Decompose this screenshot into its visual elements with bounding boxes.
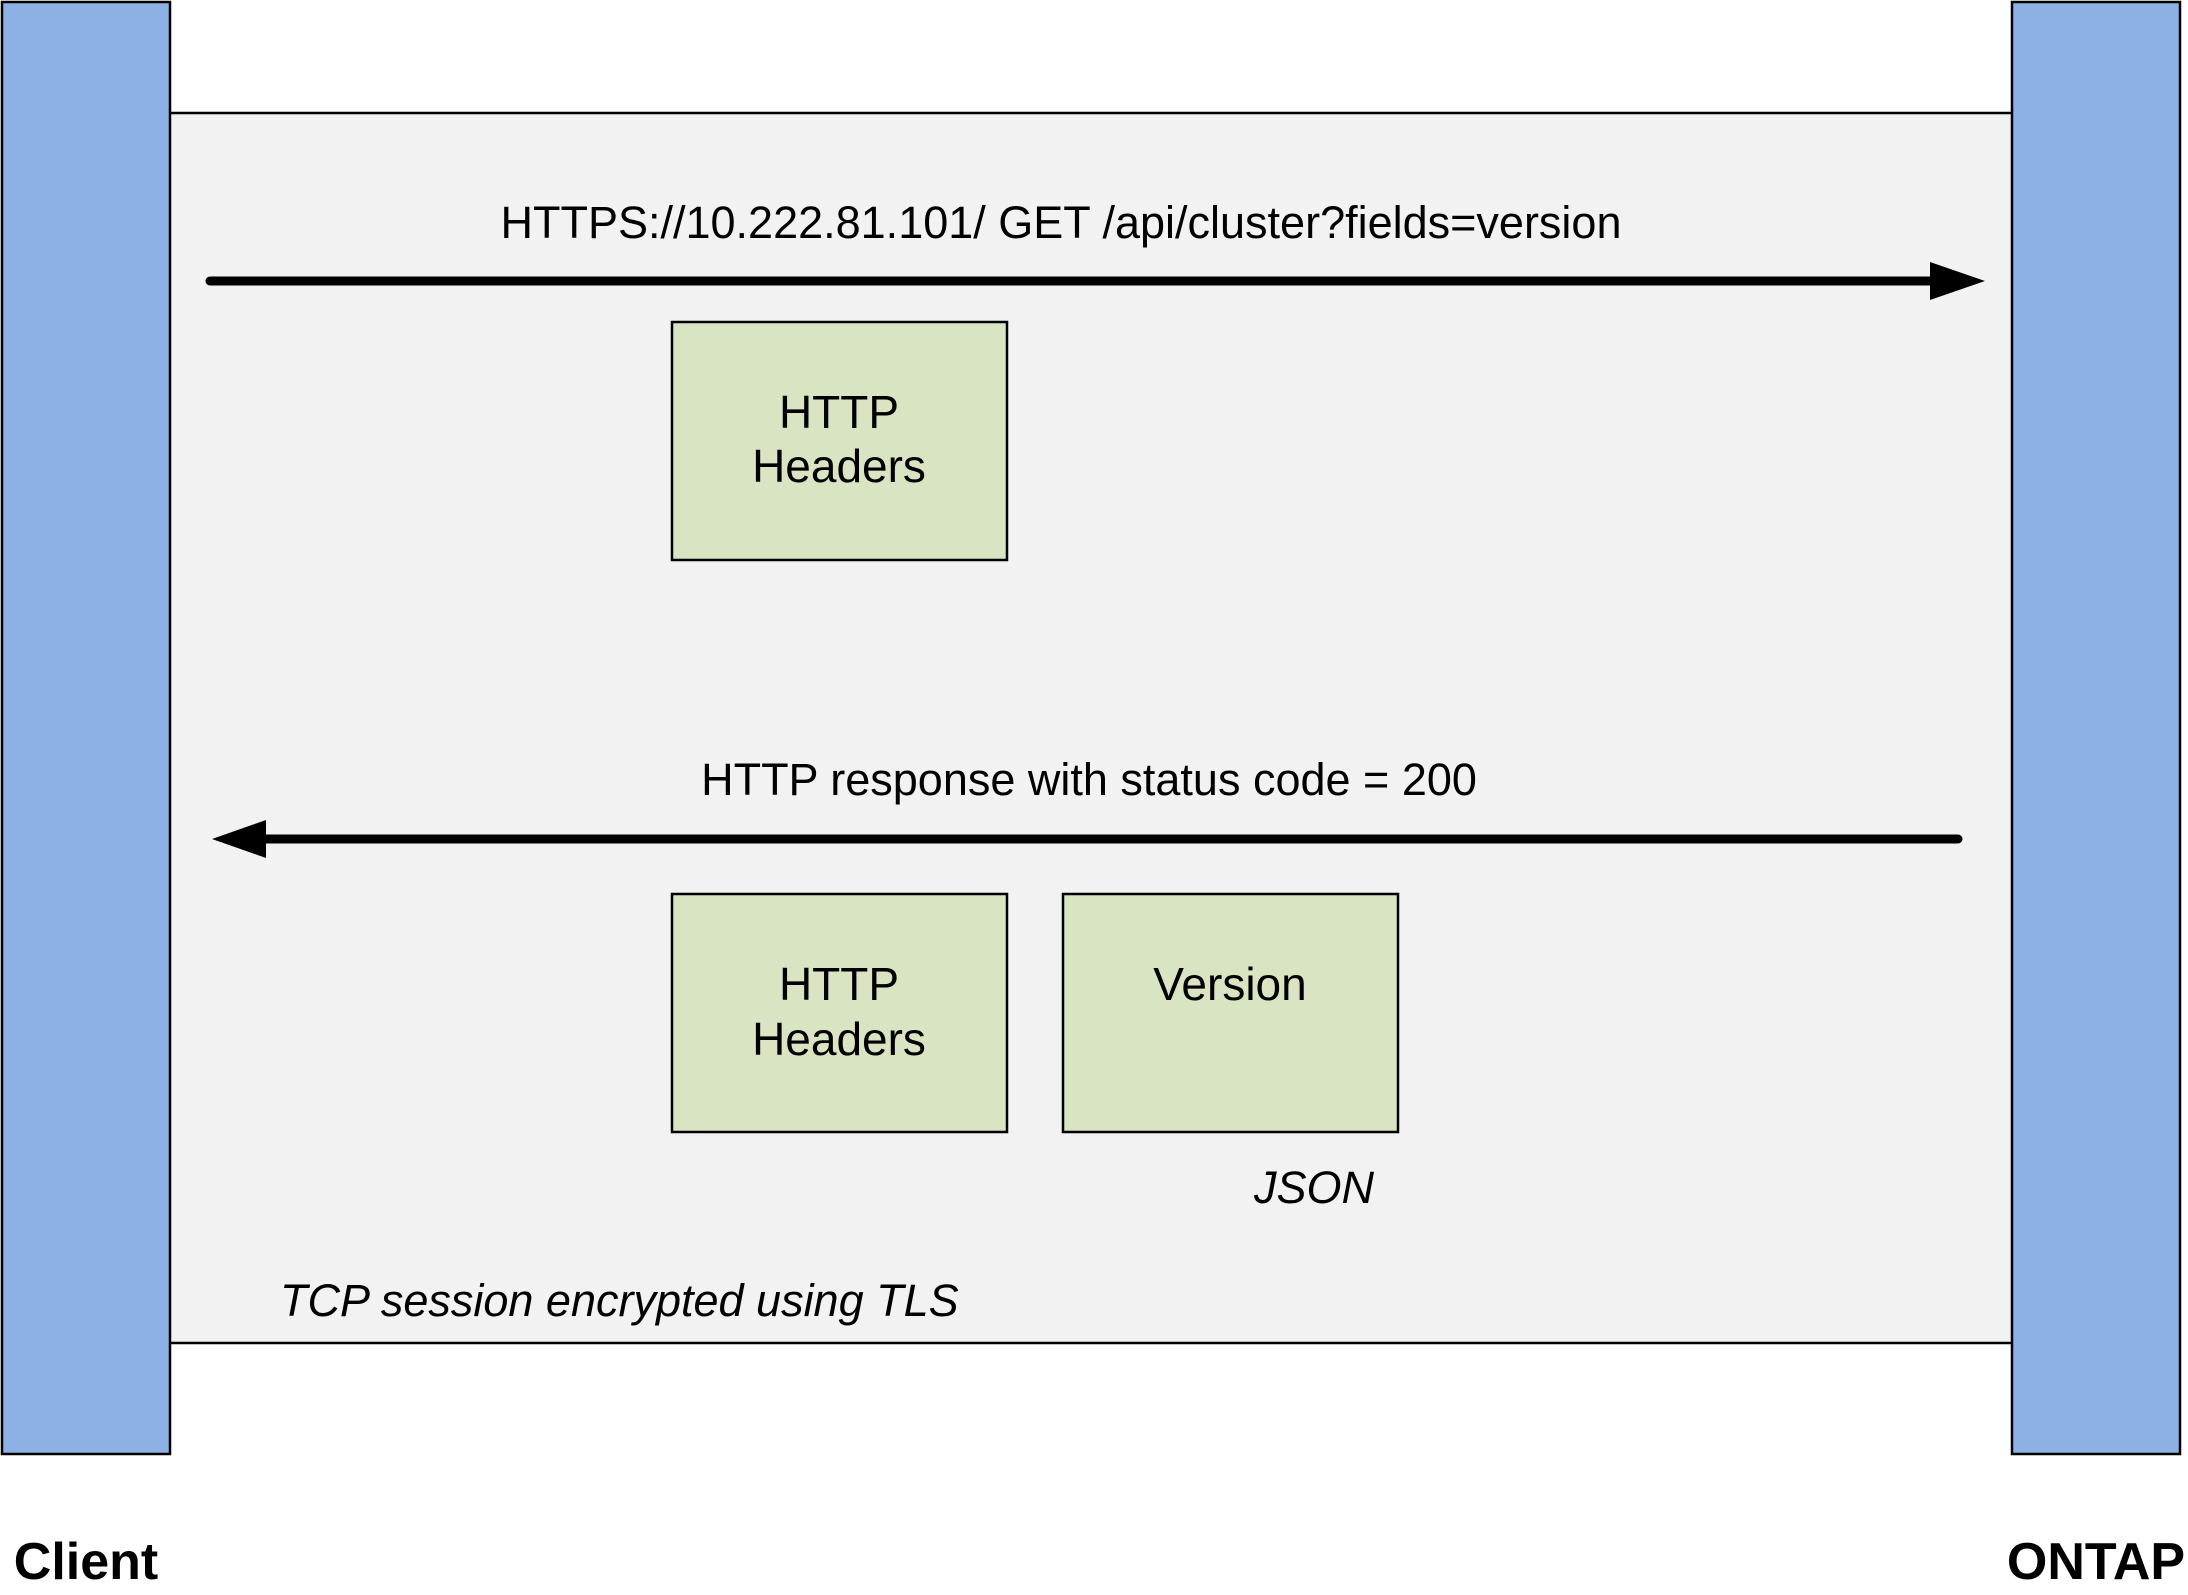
tls-session-band	[158, 111, 2030, 1345]
request-headers-box	[670, 320, 1009, 562]
request-arrowhead	[1930, 262, 1985, 300]
response-version-label: Version	[1153, 958, 1306, 1010]
response-headers-box	[670, 892, 1009, 1134]
request-headers-line-1: HTTP	[779, 386, 899, 438]
request-label: HTTPS://10.222.81.101/ GET /api/cluster?…	[500, 197, 1621, 248]
response-format-label: JSON	[1253, 1162, 1375, 1213]
ontap-lifeline	[2010, 0, 2182, 1456]
response-label: HTTP response with status code = 200	[701, 754, 1477, 805]
ontap-label: ONTAP	[2007, 1533, 2185, 1591]
response-headers-line-1: HTTP	[779, 958, 899, 1010]
client-label: Client	[14, 1533, 158, 1591]
response-headers-line-2: Headers	[752, 1013, 926, 1065]
tls-session-note: TCP session encrypted using TLS	[280, 1275, 959, 1326]
request-headers-line-2: Headers	[752, 440, 926, 492]
response-arrowhead	[212, 820, 266, 858]
response-version-box	[1061, 892, 1400, 1134]
client-lifeline	[0, 0, 172, 1456]
